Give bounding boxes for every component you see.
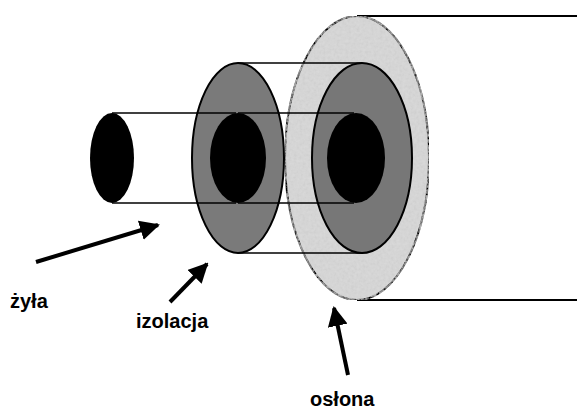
sheath-insulation-ring <box>312 63 412 253</box>
leader-arrow <box>334 308 348 375</box>
sheath-face <box>285 16 429 300</box>
part-label: izolacja <box>136 310 208 332</box>
insulation-core <box>210 113 266 203</box>
sheath-edge <box>357 15 577 17</box>
sheath-core <box>327 113 385 203</box>
part-label: żyła <box>10 290 48 312</box>
sheath-edge <box>357 299 577 301</box>
conductor-edge <box>112 202 236 204</box>
leader-arrow <box>36 225 158 262</box>
insulation-face <box>192 63 284 253</box>
leader-arrow <box>170 264 207 302</box>
part-label: osłona <box>310 388 374 410</box>
conductor-edge <box>112 112 236 114</box>
insulation-edge <box>238 252 362 254</box>
core-edge <box>238 112 354 114</box>
core-edge <box>238 202 354 204</box>
insulation-edge <box>238 62 362 64</box>
conductor-end <box>90 113 134 203</box>
